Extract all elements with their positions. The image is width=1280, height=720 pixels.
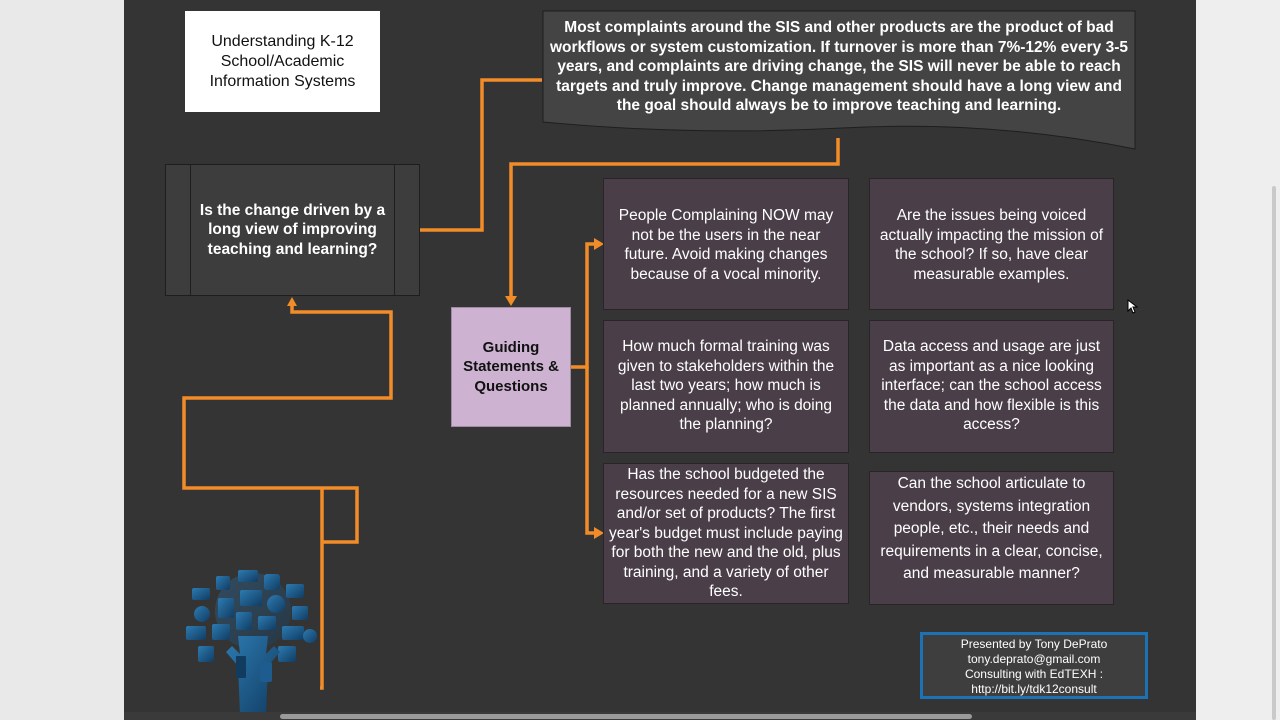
title-box: Understanding K-12 School/Academic Infor… [185,11,380,112]
presenter-footer: Presented by Tony DePrato tony.deprato@g… [920,632,1148,699]
guiding-statements-label: Guiding Statements & Questions [463,338,559,395]
question-text-1: People Complaining NOW may not be the us… [618,207,834,283]
change-box-left-band [166,165,191,295]
question-box-4: Data access and usage are just as import… [869,320,1114,453]
connector-banner-to-guide [509,138,840,298]
question-box-2: Are the issues being voiced actually imp… [869,178,1114,310]
question-text-4: Data access and usage are just as import… [881,338,1102,433]
footer-consulting: Consulting with EdTEXH : [964,667,1104,681]
change-question-text: Is the change driven by a long view of i… [199,201,386,258]
footer-email[interactable]: tony.deprato@gmail.com [967,652,1101,666]
connector-logo-to-change [182,304,393,690]
banner-text: Most complaints around the SIS and other… [550,19,1128,114]
viewer-left-gutter [0,0,124,720]
connector-banner-to-change [420,78,542,232]
question-box-5: Has the school budgeted the resources ne… [603,463,849,604]
change-box-right-band [394,165,419,295]
question-text-5: Has the school budgeted the resources ne… [609,466,843,600]
connector-guide-bracket-low [585,367,596,535]
tree-logo-icon [186,570,317,714]
banner-callout: Most complaints around the SIS and other… [542,10,1136,150]
arrowhead-guide [505,296,517,306]
horizontal-scrollbar-thumb[interactable] [280,714,972,719]
guiding-statements-box: Guiding Statements & Questions [451,307,571,427]
question-text-2: Are the issues being voiced actually imp… [879,207,1104,283]
connector-guide-bracket [571,242,596,369]
question-text-3: How much formal training was given to st… [617,338,835,433]
arrowhead-change [287,297,297,306]
arrowhead-q1 [594,238,604,250]
viewer-right-gutter [1196,0,1280,720]
change-question-box: Is the change driven by a long view of i… [165,164,420,296]
vertical-scrollbar[interactable] [1272,186,1276,720]
arrowhead-q5 [594,527,604,539]
banner-shape [542,10,1136,150]
footer-presenter: Presented by Tony DePrato [960,637,1108,651]
question-box-6: Can the school articulate to vendors, sy… [869,471,1114,605]
question-box-3: How much formal training was given to st… [603,320,849,453]
question-box-1: People Complaining NOW may not be the us… [603,178,849,310]
title-text: Understanding K-12 School/Academic Infor… [209,32,356,90]
question-text-6: Can the school articulate to vendors, sy… [880,475,1103,582]
cursor-icon [1127,299,1139,314]
footer-link[interactable]: http://bit.ly/tdk12consult [971,682,1097,696]
